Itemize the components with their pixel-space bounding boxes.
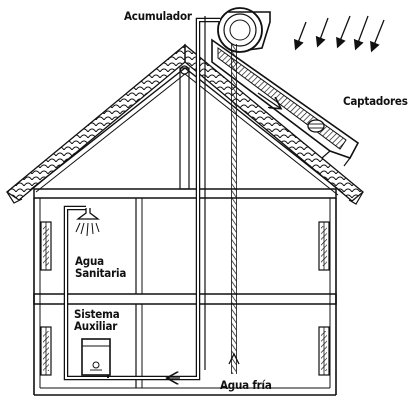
cold-water-arrow	[228, 352, 240, 365]
pipes	[63, 16, 240, 378]
label-agua-fria: Agua fría	[220, 378, 272, 392]
accumulator-tank	[217, 7, 271, 53]
window-left-upper	[40, 221, 52, 271]
label-sistema-auxiliar-line1: Sistema	[74, 307, 120, 321]
attic-vent-pipe	[179, 67, 190, 190]
sun-ray-4	[353, 15, 369, 51]
label-agua-sanitaria-line1: Agua	[75, 254, 104, 268]
shower-head-icon	[75, 208, 100, 237]
sun-rays	[293, 15, 385, 53]
first-floor-slab	[33, 293, 337, 305]
label-sistema-auxiliar-line2: Auxiliar	[74, 319, 118, 333]
auxiliary-heater-icon	[81, 338, 111, 376]
solar-collector	[211, 38, 360, 167]
house-structure	[33, 65, 337, 396]
label-sistema-auxiliar: Sistema Auxiliar	[74, 307, 120, 333]
roof-inner-line	[29, 67, 344, 194]
attic-floor-beam	[33, 188, 337, 199]
collector-tank-icon	[307, 119, 325, 133]
window-right-upper	[318, 221, 330, 271]
label-agua-sanitaria-line2: Sanitaria	[75, 266, 127, 280]
roof-right-tiles	[184, 43, 365, 202]
windows	[40, 221, 330, 376]
sun-ray-1	[293, 21, 307, 51]
label-acumulador: Acumulador	[124, 9, 192, 23]
sun-ray-5	[370, 19, 385, 53]
sun-ray-2	[315, 17, 329, 48]
window-right-lower	[318, 326, 330, 376]
roof-left-tiles	[5, 43, 186, 201]
label-agua-sanitaria: Agua Sanitaria	[75, 255, 126, 279]
collector-flow-arrow	[257, 92, 280, 108]
window-left-lower	[40, 326, 52, 376]
label-captadores: Captadores	[343, 94, 408, 108]
sun-ray-3	[336, 15, 351, 49]
